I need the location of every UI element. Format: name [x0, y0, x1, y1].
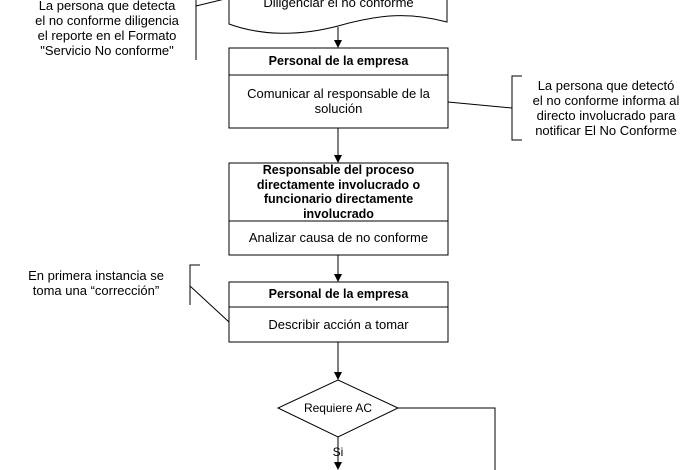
step3-role: Personal de la empresa — [268, 287, 409, 301]
annotation-right: La persona que detectó el no conforme in… — [532, 78, 680, 138]
annotation-middle-left: En primera instancia se toma una “correc… — [28, 268, 164, 298]
step1-role: Personal de la empresa — [268, 54, 409, 68]
annotation-top-left: La persona que detecta el no conforme di… — [35, 0, 179, 58]
step2-action: Analizar causa de no conforme — [248, 230, 429, 245]
decision-label: Requiere AC — [303, 401, 373, 415]
step1-action: Comunicar al responsable de la solución — [247, 86, 430, 116]
document-label: Diligenciar el no conforme — [263, 0, 414, 10]
annotation-callout-top-left — [195, 0, 197, 60]
step3-action: Describir acción a tomar — [268, 317, 409, 332]
annotation-connector-middle-left — [189, 285, 230, 323]
step1-box — [228, 47, 449, 129]
annotation-connector-top-left — [195, 0, 223, 7]
annotation-callout-middle-left — [189, 264, 200, 305]
step2-role: Responsable del proceso directamente inv… — [256, 163, 421, 221]
decision-right-branch — [398, 407, 496, 470]
document-shape — [228, 0, 448, 34]
step2-box — [228, 162, 449, 256]
decision-yes-label: Si — [332, 445, 344, 459]
annotation-connector-right — [447, 101, 513, 109]
step3-box — [228, 281, 449, 343]
